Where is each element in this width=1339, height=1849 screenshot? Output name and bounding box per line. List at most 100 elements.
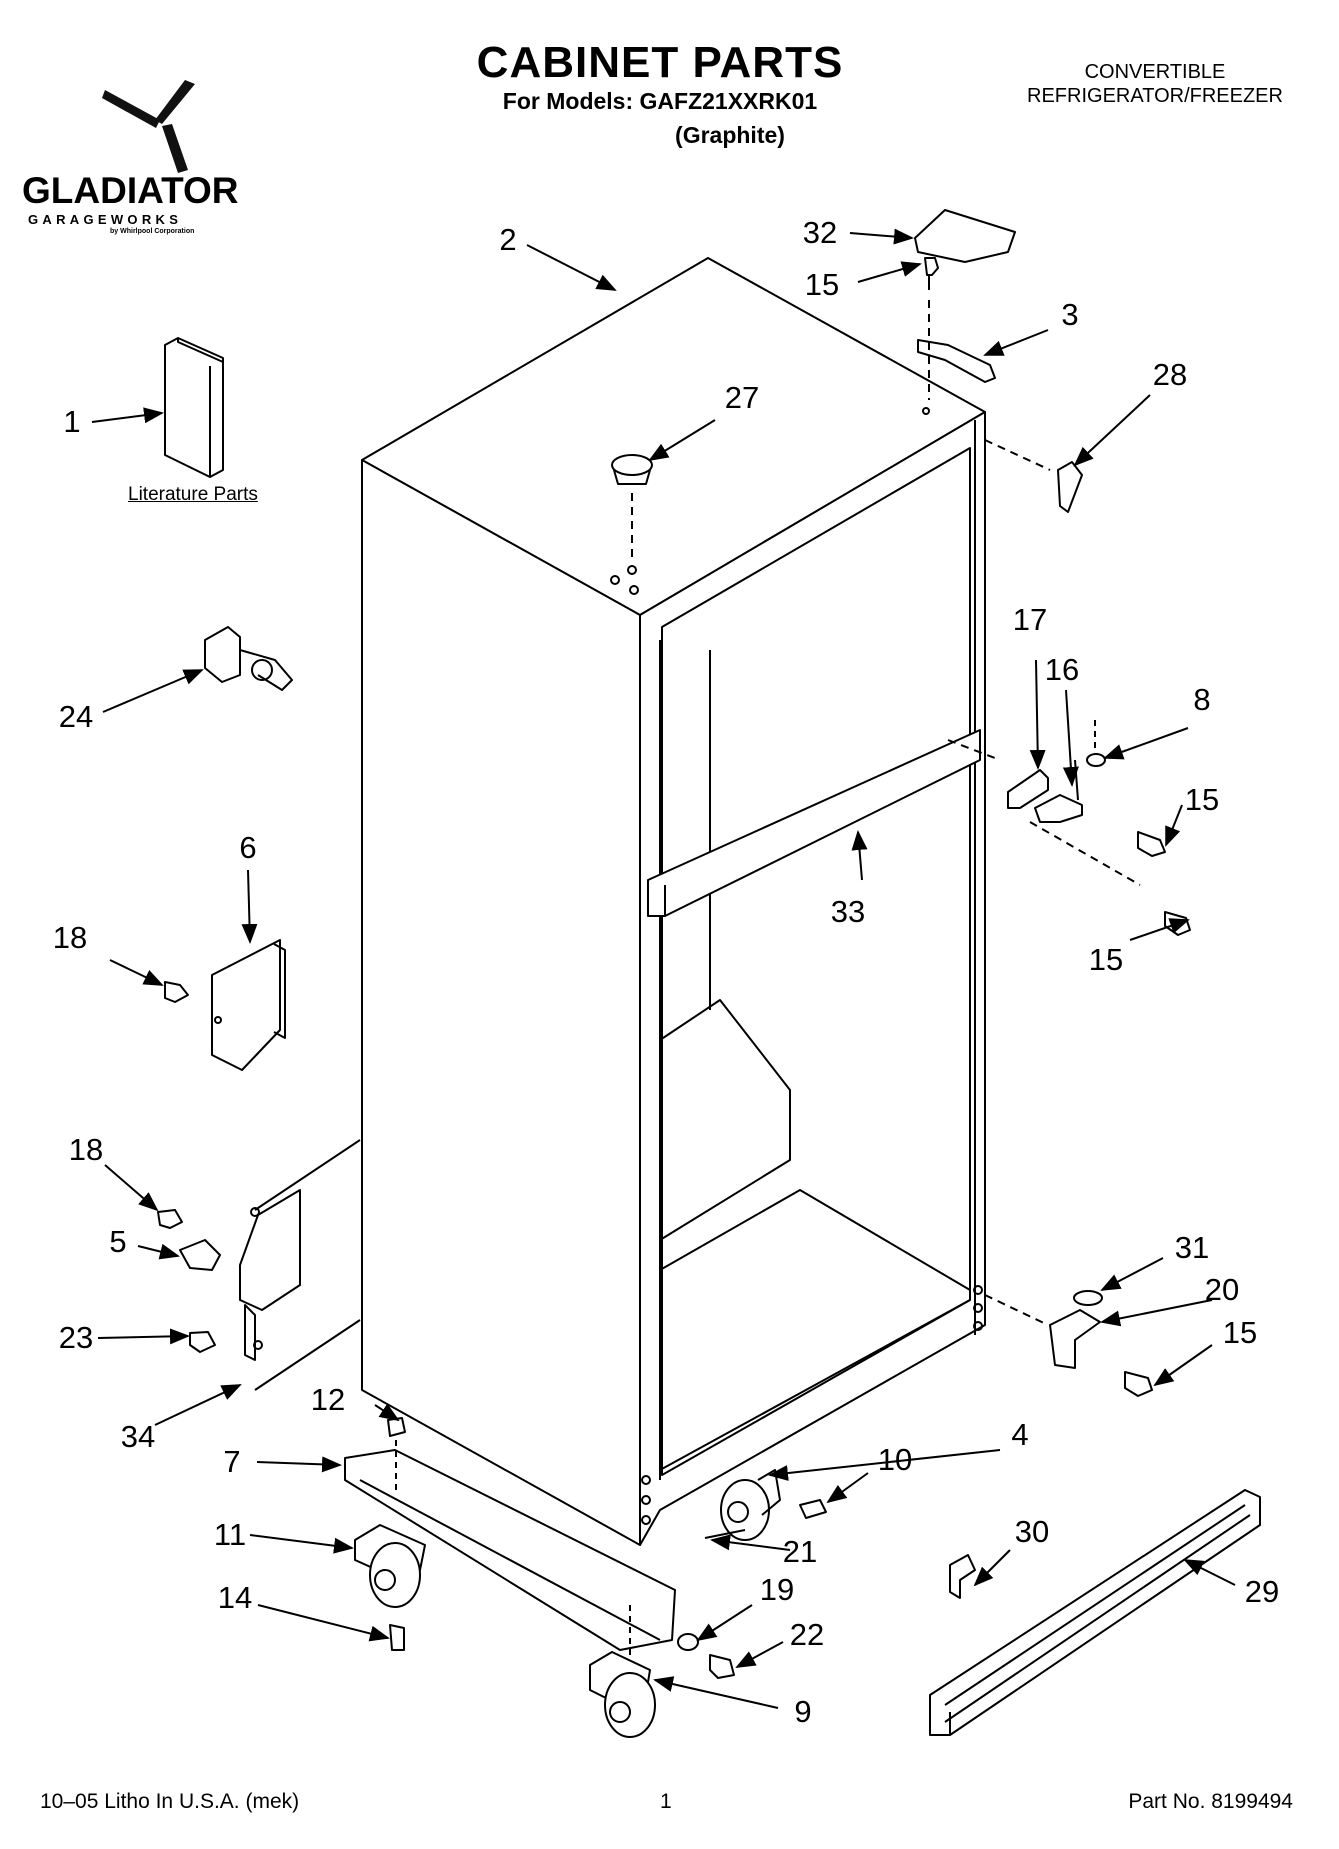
product-line-2: REFRIGERATOR/FREEZER <box>1027 85 1283 107</box>
toe-grille-part <box>929 1489 1261 1736</box>
callout-3: 3 <box>1061 297 1078 332</box>
callout-20: 20 <box>1205 1272 1239 1307</box>
callout-28: 28 <box>1153 357 1187 392</box>
literature-part <box>164 337 224 478</box>
leader-18a <box>109 959 164 986</box>
hinge-cover-part <box>914 209 1016 263</box>
leader-15b <box>1165 804 1183 847</box>
leader-30 <box>973 1549 1011 1587</box>
leader-6 <box>241 869 258 944</box>
leader-7 <box>256 1456 342 1473</box>
cabinet-part <box>361 257 986 1546</box>
leader-1 <box>91 407 164 424</box>
leader-29 <box>1183 1559 1236 1586</box>
leader-10 <box>826 1472 869 1504</box>
callout-8: 8 <box>1193 682 1210 717</box>
leader-31 <box>1100 1257 1164 1291</box>
leader-21 <box>710 1534 791 1551</box>
callout-27: 27 <box>725 380 759 415</box>
leader-12 <box>374 1403 400 1422</box>
logo-subname: GARAGEWORKS <box>28 212 183 227</box>
callout-17: 17 <box>1013 602 1047 637</box>
logo-tagline: by Whirlpool Corporation <box>110 228 195 235</box>
leader-4 <box>768 1449 1001 1482</box>
leader-15d <box>1153 1344 1213 1387</box>
leader-22 <box>735 1641 784 1668</box>
callout-1: 1 <box>63 404 80 439</box>
caster-9-part <box>589 1605 735 1738</box>
callout-33: 33 <box>831 894 865 929</box>
callout-12: 12 <box>311 1382 345 1417</box>
bracket-cover-part <box>164 939 286 1071</box>
callout-15b: 15 <box>1185 782 1219 817</box>
print-info: 10–05 Litho In U.S.A. (mek) <box>40 1790 300 1813</box>
leader-3 <box>983 329 1049 356</box>
leader-24 <box>102 669 204 713</box>
leader-34 <box>154 1384 242 1426</box>
leader-9 <box>653 1676 779 1709</box>
top-hinge-part <box>917 257 996 400</box>
leader-28 <box>1073 394 1151 467</box>
callout-11: 11 <box>214 1517 246 1552</box>
callout-5: 5 <box>109 1224 126 1259</box>
leader-15c <box>1129 918 1190 941</box>
bottom-hinge-part <box>984 1290 1153 1397</box>
leader-15a <box>857 261 922 283</box>
callout-15c: 15 <box>1089 942 1123 977</box>
color-line: (Graphite) <box>675 122 785 148</box>
product-type: CONVERTIBLE REFRIGERATOR/FREEZER <box>990 60 1320 108</box>
logo-name: GLADIATOR <box>22 170 239 211</box>
part-number: Part No. 8199494 <box>1128 1790 1293 1813</box>
callout-15a: 15 <box>805 267 839 302</box>
callout-18b: 18 <box>69 1132 103 1167</box>
leveling-bar-part <box>344 1417 676 1651</box>
leader-19 <box>696 1604 753 1642</box>
gladiator-logo-mark-icon <box>102 80 195 173</box>
callout-6: 6 <box>239 830 256 865</box>
callout-4: 4 <box>1011 1417 1028 1452</box>
leader-32 <box>849 228 914 245</box>
callout-2: 2 <box>499 222 516 257</box>
callout-30: 30 <box>1015 1514 1049 1549</box>
trim-end-cap-part <box>984 439 1083 513</box>
callout-14: 14 <box>218 1580 252 1615</box>
door-stop-part <box>204 626 293 691</box>
leader-33 <box>851 830 868 881</box>
callout-15d: 15 <box>1223 1315 1257 1350</box>
callout-16: 16 <box>1045 652 1079 687</box>
rail-part <box>647 729 981 917</box>
callout-31: 31 <box>1175 1230 1209 1265</box>
leader-5 <box>137 1243 180 1260</box>
leader-18b <box>104 1164 159 1212</box>
callout-7: 7 <box>223 1444 240 1479</box>
callout-24: 24 <box>59 699 93 734</box>
leader-16 <box>1062 689 1079 787</box>
plug-part <box>611 454 653 560</box>
callout-23: 23 <box>59 1320 93 1355</box>
callout-9: 9 <box>794 1694 811 1729</box>
leader-23 <box>97 1328 190 1345</box>
grille-clip-part <box>949 1554 976 1599</box>
rear-caster-part <box>704 1469 827 1541</box>
leader-17 <box>1029 659 1046 770</box>
leader-11 <box>249 1534 354 1554</box>
page-title: CABINET PARTS <box>476 38 844 87</box>
page-number: 1 <box>660 1790 672 1813</box>
callout-29: 29 <box>1245 1574 1279 1609</box>
leader-14 <box>257 1604 390 1642</box>
leader-27 <box>648 419 716 462</box>
front-caster-part <box>354 1524 426 1651</box>
leader-20 <box>1100 1299 1213 1327</box>
callout-21: 21 <box>783 1534 817 1569</box>
leader-2 <box>526 244 617 291</box>
literature-parts-label: Literature Parts <box>128 484 258 505</box>
callout-19: 19 <box>760 1572 794 1607</box>
leader-8 <box>1103 727 1189 760</box>
models-line: For Models: GAFZ21XXRK01 <box>502 88 818 114</box>
callout-32: 32 <box>803 215 837 250</box>
product-line-1: CONVERTIBLE <box>1084 61 1226 83</box>
callout-34: 34 <box>121 1419 155 1454</box>
callout-22: 22 <box>790 1617 824 1652</box>
